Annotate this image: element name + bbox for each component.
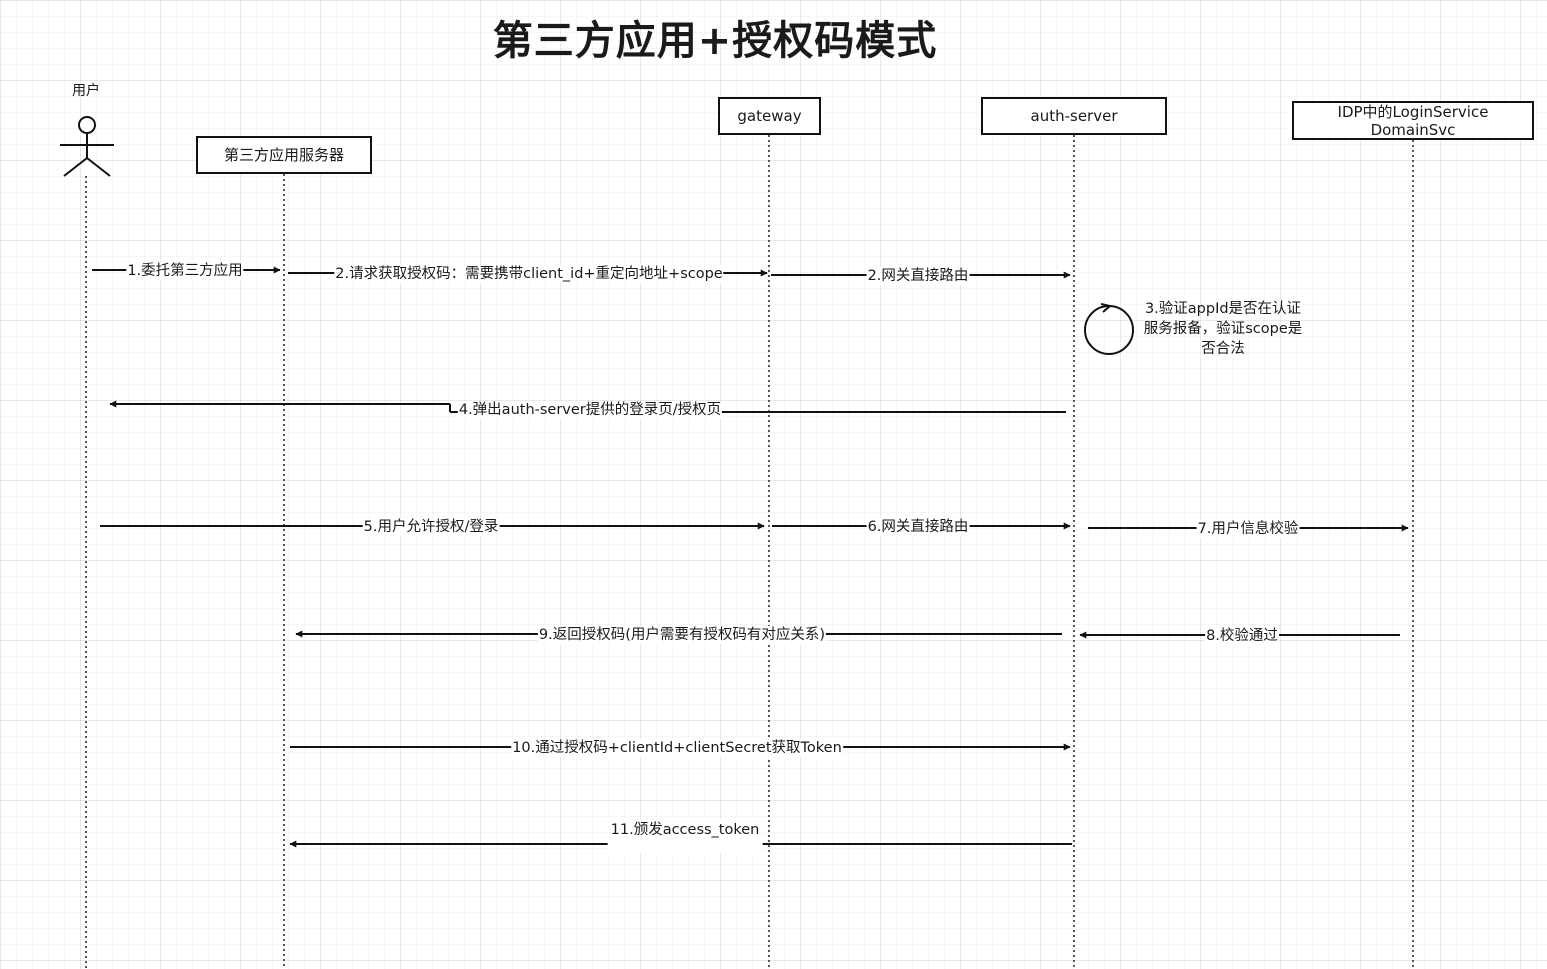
message-4-self-label: 3.验证appId是否在认证服务报备，验证scope是否合法 [1143,301,1303,357]
participant-user-label: 用户 [72,83,100,99]
message-10-label: 9.返回授权码(用户需要有授权码有对应关系) [537,626,827,644]
message-3-label: 2.网关直接路由 [866,267,970,285]
message-6-label: 5.用户允许授权/登录 [362,518,500,536]
participant-gateway-box: gateway [718,97,821,135]
participant-gateway-label: gateway [737,107,802,125]
message-1-label: 1.委托第三方应用 [126,262,244,280]
message-5-label: 4.弹出auth-server提供的登录页/授权页 [457,401,723,419]
self-validation-loop [1084,303,1134,355]
diagram-title: 第三方应用+授权码模式 [492,18,938,64]
participant-auth-box: auth-server [981,97,1167,135]
message-8-label: 7.用户信息校验 [1196,520,1300,538]
participant-idp-label: IDP中的LoginService DomainSvc [1337,102,1489,139]
participant-app-box: 第三方应用服务器 [196,136,372,174]
message-9-label: 8.校验通过 [1205,627,1279,645]
actor-figure [60,116,114,177]
message-11-label: 10.通过授权码+clientId+clientSecret获取Token [511,739,843,757]
participant-app-label: 第三方应用服务器 [223,146,344,164]
message-2-label: 2.请求获取授权码：需要携带client_id+重定向地址+scope [334,265,724,283]
message-12-label: 11.颁发access_token [607,819,763,853]
message-7-label: 6.网关直接路由 [866,518,970,536]
participant-idp-box: IDP中的LoginService DomainSvc [1292,101,1534,140]
participant-auth-label: auth-server [1030,107,1118,125]
